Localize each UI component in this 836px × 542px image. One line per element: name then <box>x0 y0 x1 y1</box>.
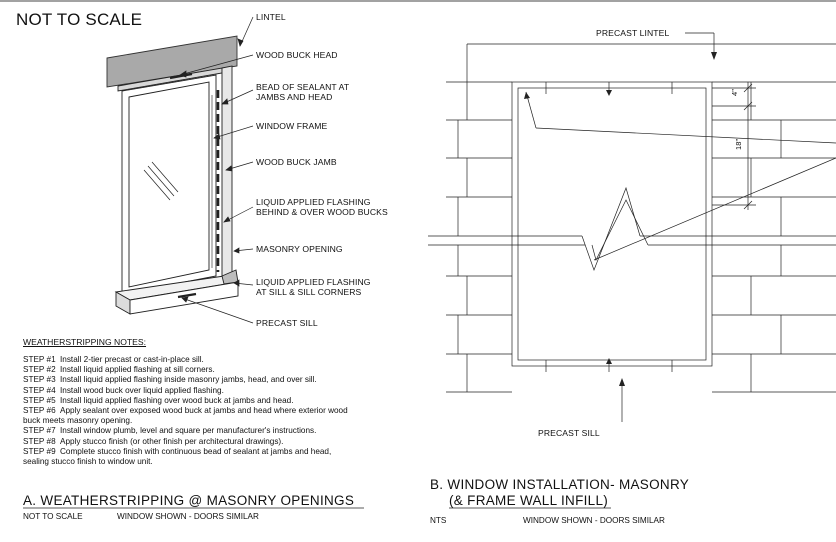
break-line-inner <box>591 199 649 261</box>
section-a-scale: NOT TO SCALE <box>23 512 83 521</box>
section-a-title: A. WEATHERSTRIPPING @ MASONRY OPENINGS <box>23 493 355 508</box>
step-number: STEP #1 <box>23 355 56 364</box>
arrowhead-lintel <box>237 38 244 47</box>
label-masonry-opening: MASONRY OPENING <box>256 244 343 254</box>
window-assembly-isometric <box>106 35 240 315</box>
label-bead-sealant-1: BEAD OF SEALANT AT <box>256 82 350 92</box>
label-lintel: LINTEL <box>256 12 286 22</box>
step-number: STEP #9 <box>23 446 56 456</box>
scale-note: NOT TO SCALE <box>16 10 143 29</box>
step-item: STEP #3 Install liquid applied flashing i… <box>23 375 433 385</box>
step-item: STEP #5 Install liquid applied flashing o… <box>23 396 433 406</box>
label-flashing-bucks-2: BEHIND & OVER WOOD BUCKS <box>256 207 388 217</box>
label-bead-sealant-2: JAMBS AND HEAD <box>256 92 333 102</box>
window-frame-rect <box>517 87 707 361</box>
leader-wood-buck-head <box>179 54 254 76</box>
dim-label-18: 18" <box>734 138 743 150</box>
step-item: STEP #2 Install liquid applied flashing a… <box>23 365 433 375</box>
glass-glint-3 <box>151 161 179 193</box>
step-text: Apply sealant over exposed wood buck at … <box>60 406 348 416</box>
wood-buck-jamb-shape <box>221 65 233 279</box>
label-wood-buck-jamb: WOOD BUCK JAMB <box>256 157 337 167</box>
arrowhead-precast-lintel <box>711 52 717 60</box>
arrowhead-sill-anchor <box>606 358 612 364</box>
arrowhead-sill <box>181 296 189 303</box>
step-number: STEP #4 <box>23 385 56 395</box>
arrowhead-frame-corner <box>524 92 530 99</box>
step-text: Install liquid applied flashing at sill … <box>60 365 215 375</box>
lintel-shape <box>106 35 238 88</box>
right-arrowheads <box>524 52 717 386</box>
left-callout-leaders <box>179 16 254 324</box>
step-continuation: buck meets masonry opening. <box>23 416 133 426</box>
arrowhead-frame <box>213 133 221 140</box>
step-text: Install window plumb, level and square p… <box>60 426 317 436</box>
dim-label-4: 4" <box>730 88 739 96</box>
arrowhead-sealant <box>221 98 229 105</box>
step-number: STEP #6 <box>23 406 56 416</box>
dim-tick-3 <box>743 200 753 210</box>
arrowhead-head <box>179 70 187 78</box>
glass-glint-2 <box>147 165 175 197</box>
section-b-title-1: B. WINDOW INSTALLATION- MASONRY <box>430 477 690 492</box>
arrowhead-head-anchor <box>606 90 612 96</box>
step-text: Install wood buck over liquid applied fl… <box>60 385 224 395</box>
label-precast-sill: PRECAST SILL <box>256 318 318 328</box>
section-b-note: WINDOW SHOWN - DOORS SIMILAR <box>523 516 665 525</box>
step-text: Install 2-tier precast or cast-in-place … <box>60 355 204 364</box>
diag-leader-lower <box>593 157 836 261</box>
head-flashing-mark <box>169 72 193 80</box>
masonry-elevation <box>428 32 836 422</box>
step-number: STEP #8 <box>23 436 56 446</box>
step-text: Install liquid applied flashing inside m… <box>60 375 317 385</box>
step-number: STEP #5 <box>23 395 56 405</box>
label-window-frame: WINDOW FRAME <box>256 121 328 131</box>
step-continuation: sealing stucco finish to window unit. <box>23 457 153 467</box>
step-text: Install liquid applied flashing over woo… <box>60 395 294 405</box>
label-flashing-bucks-1: LIQUID APPLIED FLASHING <box>256 197 371 207</box>
diag-leader-upper <box>535 127 836 144</box>
step-number: STEP #3 <box>23 375 56 385</box>
leader-window-frame <box>213 125 254 139</box>
step-item: STEP #7 Install window plumb, level and s… <box>23 426 433 436</box>
dim-tick-1 <box>743 83 753 93</box>
step-item: STEP #6 Apply sealant over exposed wood b… <box>23 406 433 416</box>
window-frame-shape <box>121 74 217 295</box>
step-item: STEP #4 Install wood buck over liquid app… <box>23 386 433 396</box>
window-glass-frame <box>128 81 210 288</box>
arrowhead-masonry <box>233 247 240 254</box>
step-number: STEP #2 <box>23 365 56 375</box>
step-item: STEP #1 Install 2-tier precast or cast-in… <box>23 355 433 365</box>
step-number: STEP #7 <box>23 426 56 436</box>
step-item: STEP #9 Complete stucco finish with conti… <box>23 447 433 457</box>
section-a-note: WINDOW SHOWN - DOORS SIMILAR <box>117 512 259 521</box>
glass-glint-1 <box>143 169 171 201</box>
label-flashing-sill-2: AT SILL & SILL CORNERS <box>256 287 362 297</box>
step-item: STEP #8 Apply stucco finish (or other fin… <box>23 437 433 447</box>
section-b-scale: NTS <box>430 516 447 525</box>
steps-list: STEP #1 Install 2-tier precast or cast-in… <box>23 355 433 467</box>
step-text: Complete stucco finish with continuous b… <box>60 446 332 456</box>
section-b-title-2: (& FRAME WALL INFILL) <box>449 493 609 508</box>
arrowhead-sill-flash <box>233 279 240 287</box>
label-precast-lintel: PRECAST LINTEL <box>596 28 670 38</box>
notes-heading: WEATHERSTRIPPING NOTES: <box>23 337 147 347</box>
break-line-outer <box>581 186 641 272</box>
sill-mark <box>177 292 197 299</box>
arrowhead-jamb <box>225 165 233 172</box>
leader-precast-sill <box>181 297 254 324</box>
label-precast-sill-right: PRECAST SILL <box>538 428 600 438</box>
dim-tick-2 <box>743 101 753 111</box>
arrowhead-precast-sill <box>619 378 625 386</box>
masonry-opening-rect <box>511 81 713 367</box>
label-flashing-sill-1: LIQUID APPLIED FLASHING <box>256 277 371 287</box>
step-text: Apply stucco finish (or other finish per… <box>60 436 284 446</box>
label-wood-buck-head: WOOD BUCK HEAD <box>256 50 338 60</box>
arrowhead-bucks <box>223 216 231 223</box>
